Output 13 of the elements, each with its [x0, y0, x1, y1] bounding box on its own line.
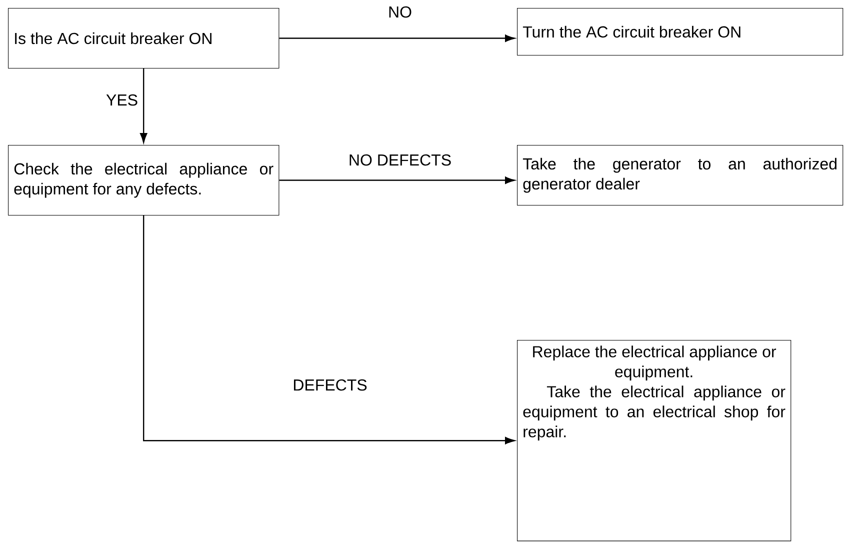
- arrow: [279, 176, 515, 184]
- edge-label: YES: [104, 93, 140, 107]
- arrow: [140, 68, 148, 143]
- process-box: Is the AC circuit breaker ON: [8, 8, 280, 69]
- process-box: Turn the AC circuit breaker ON: [517, 8, 844, 56]
- arrow: [279, 34, 515, 42]
- arrow: [143, 216, 515, 444]
- process-box: Take the generator to an authorized generator dealer: [517, 145, 844, 206]
- process-box: Check the electrical appliance or equipment for any defects.: [8, 145, 280, 216]
- process-box: Replace the electrical appliance or equipment. Take the electrical appliance or equipment to an electrical shop for repair.: [517, 340, 792, 542]
- edge-label: NO: [386, 5, 414, 19]
- edge-label: NO DEFECTS: [347, 153, 453, 167]
- edge-label: DEFECTS: [291, 378, 369, 392]
